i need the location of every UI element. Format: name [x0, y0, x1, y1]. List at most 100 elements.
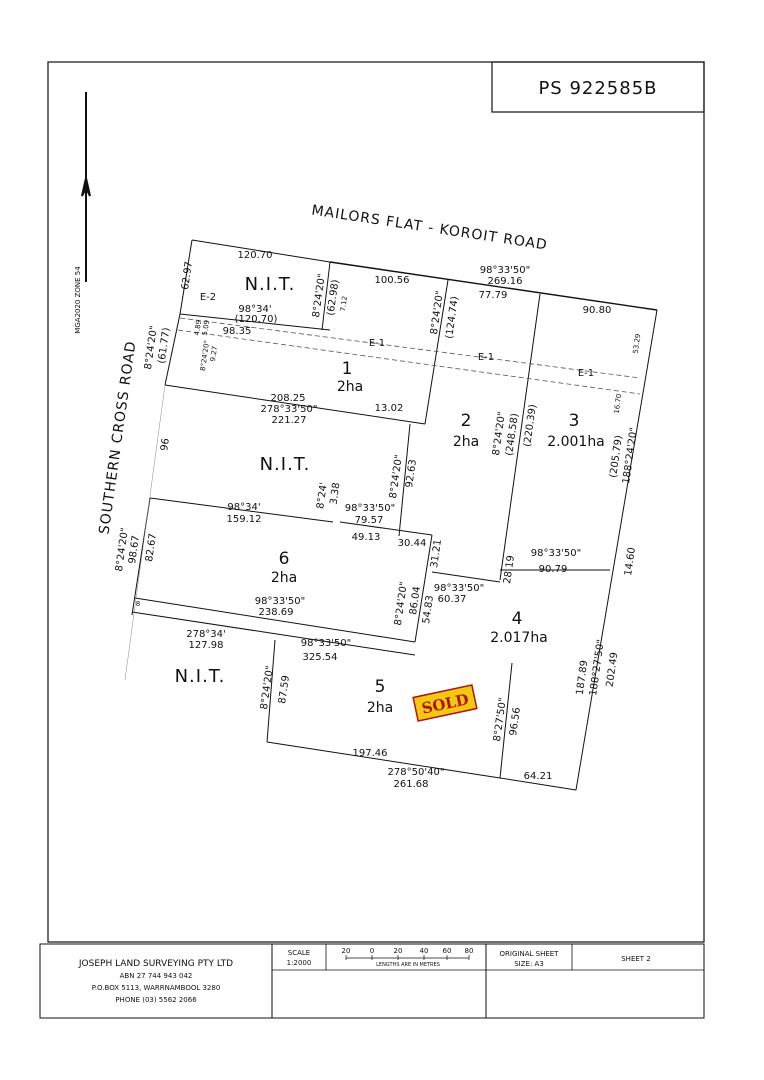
scale-tick-0: 20 [342, 947, 351, 955]
dim-188-24-20: 188°24'20" [621, 427, 640, 485]
dim-61-77: (61.77) [157, 327, 173, 365]
scale-tick-5: 80 [465, 947, 474, 955]
dim-8-left: 8 [136, 600, 140, 608]
dim-90-80: 90.80 [583, 305, 612, 316]
dim-96: 96 [159, 438, 172, 452]
road-name-top: MAILORS FLAT - KOROIT ROAD [310, 203, 548, 254]
lot-2-area: 2ha [453, 434, 479, 450]
dim-92-63: 92.63 [404, 459, 419, 489]
lot-4-number: 4 [512, 609, 523, 629]
dim-3-38: 3.38 [329, 482, 343, 506]
dim-278-34: 278°34' [186, 629, 226, 640]
dim-86-04: 86.04 [408, 586, 423, 616]
dim-208-25: 208.25 [271, 393, 306, 404]
dim-8-24-20-f: 8°24'20" [393, 581, 410, 626]
scale-tick-1: 0 [370, 947, 374, 955]
dim-60-37: 60.37 [438, 594, 467, 605]
sheet-size: SIZE: A3 [514, 960, 544, 968]
dim-54-83: 54.83 [421, 595, 436, 625]
lot-3-area: 2.001ha [547, 434, 605, 450]
dim-9-27: 9.27 [209, 345, 219, 362]
dim-159-12: 159.12 [227, 514, 262, 525]
dim-98-33-50-mid: 98°33'50" [345, 503, 396, 514]
dimension-labels: 120.70 98°34' (120.70) 100.56 98°33'50" … [136, 250, 612, 790]
dim-30-44: 30.44 [398, 538, 427, 549]
dim-31-21: 31.21 [429, 539, 444, 569]
scale-tick-2: 20 [394, 947, 403, 955]
dim-120-70: 120.70 [238, 250, 273, 261]
dim-5-09: 5.09 [201, 319, 211, 336]
scale-tick-3: 40 [420, 947, 429, 955]
lot-6-area: 2ha [271, 570, 297, 586]
dim-188-27-50: 188°27'50" [588, 639, 607, 697]
plan-number-box [491, 61, 705, 113]
dim-98-33-50-s: 98°33'50" [434, 583, 485, 594]
north-arrow [81, 92, 91, 282]
plan-frame [47, 61, 705, 943]
nit-label-bottom: N.I.T. [175, 666, 226, 687]
dim-220-39: (220.39) [522, 404, 539, 448]
dim-238-69: 238.69 [259, 607, 294, 618]
dim-278-50-40: 278°50'40" [388, 767, 445, 778]
dim-187-89: 187.89 [575, 660, 591, 696]
dim-269-16: 269.16 [488, 276, 523, 287]
lot-5-number: 5 [375, 677, 386, 697]
dim-49-13: 49.13 [352, 532, 381, 543]
easement-lines [177, 317, 641, 395]
dim-4-89: 4.89 [193, 319, 203, 336]
dim-28-19: 28.19 [502, 555, 517, 585]
nit-label-top: N.I.T. [245, 274, 296, 295]
company-address: P.O.BOX 5113, WARRNAMBOOL 3280 [92, 984, 221, 992]
dim-124-74: (124.74) [444, 296, 461, 340]
dim-98-34-mid: 98°34' [227, 502, 260, 513]
dim-13-02: 13.02 [375, 403, 404, 414]
plan-number: PS 922585B [538, 78, 657, 99]
dim-14-60: 14.60 [623, 547, 638, 577]
dim-98-67: 98.67 [127, 535, 142, 565]
zone-label: MGA2020 ZONE 54 [74, 266, 82, 334]
scale-label: SCALE [288, 949, 310, 957]
dim-98-33-50-top: 98°33'50" [480, 265, 531, 276]
dim-7-12: 7.12 [339, 295, 349, 312]
easement-e1-c: E-1 [578, 368, 594, 379]
dim-98-35: 98.35 [223, 326, 252, 337]
dim-79-57: 79.57 [355, 515, 384, 526]
dim-87-59: 87.59 [277, 675, 292, 705]
scale-bar [345, 955, 470, 960]
lot-5-area: 2ha [367, 700, 393, 716]
company-phone: PHONE (03) 5562 2066 [115, 996, 197, 1004]
dim-278-33-50: 278°33'50" [261, 404, 318, 415]
dim-325-54: 325.54 [303, 652, 338, 663]
dim-8-24-20-b: 8°24'20" [429, 290, 446, 335]
dim-82-67: 82.67 [144, 533, 159, 563]
lot-1-number: 1 [342, 359, 353, 379]
lot-4-area: 2.017ha [490, 630, 548, 646]
dim-8-24-20-g: 8°24'20" [259, 665, 276, 710]
nit-label-middle: N.I.T. [260, 454, 311, 475]
lot-1-area: 2ha [337, 379, 363, 395]
sheet-number: SHEET 2 [621, 955, 651, 963]
dim-90-79: 90.79 [539, 564, 568, 575]
dim-98-33-50-5: 98°33'50" [301, 638, 352, 649]
dim-98-34-top: 98°34' [238, 304, 271, 315]
dim-96-56: 96.56 [508, 707, 523, 737]
dim-221-27: 221.27 [272, 415, 307, 426]
dim-261-68: 261.68 [394, 779, 429, 790]
lot-3-number: 3 [569, 411, 580, 431]
dim-98-33-50-6: 98°33'50" [255, 596, 306, 607]
dim-62-97: 62.97 [180, 261, 195, 291]
dim-127-98: 127.98 [189, 640, 224, 651]
dim-202-49: 202.49 [605, 652, 621, 688]
scale-value: 1:2000 [287, 959, 312, 967]
lot-2-number: 2 [461, 411, 472, 431]
dim-197-46: 197.46 [353, 748, 388, 759]
scale-tick-4: 60 [443, 947, 452, 955]
lot-6-number: 6 [279, 549, 290, 569]
road-name-left: SOUTHERN CROSS ROAD [97, 340, 140, 536]
easement-e1-a: E-1 [369, 338, 385, 349]
easement-e1-b: E-1 [478, 352, 494, 363]
sold-sticker: SOLD [412, 684, 478, 722]
dim-62-98: (62.98) [326, 279, 342, 317]
title-block: JOSEPH LAND SURVEYING PTY LTD ABN 27 744… [39, 943, 705, 1019]
